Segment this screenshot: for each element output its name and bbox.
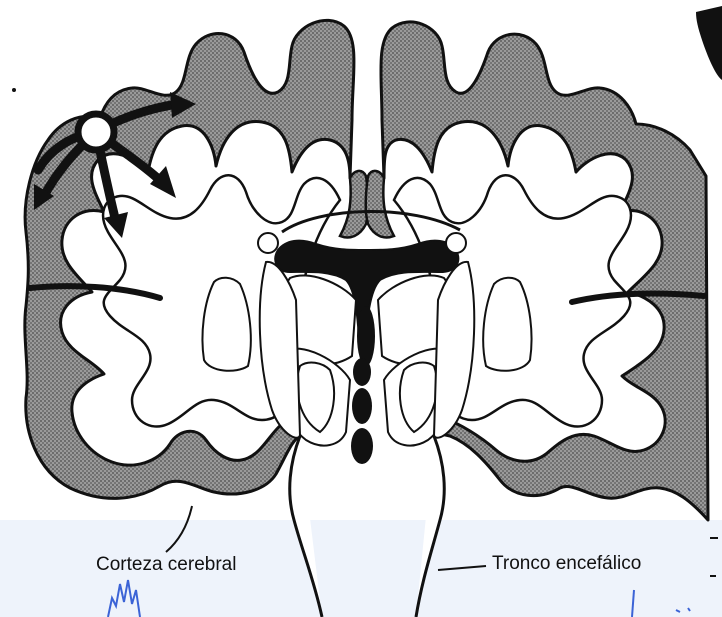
cortex-label: Corteza cerebral <box>96 554 236 576</box>
midline-gyri <box>340 171 394 238</box>
ventricle-horn-right <box>446 233 466 253</box>
focus-circle <box>78 114 114 150</box>
ventricle-horn-left <box>258 233 278 253</box>
scan-edge-mark <box>696 6 722 80</box>
brainstem-label: Tronco encefálico <box>492 553 641 575</box>
scan-speck <box>12 88 16 92</box>
